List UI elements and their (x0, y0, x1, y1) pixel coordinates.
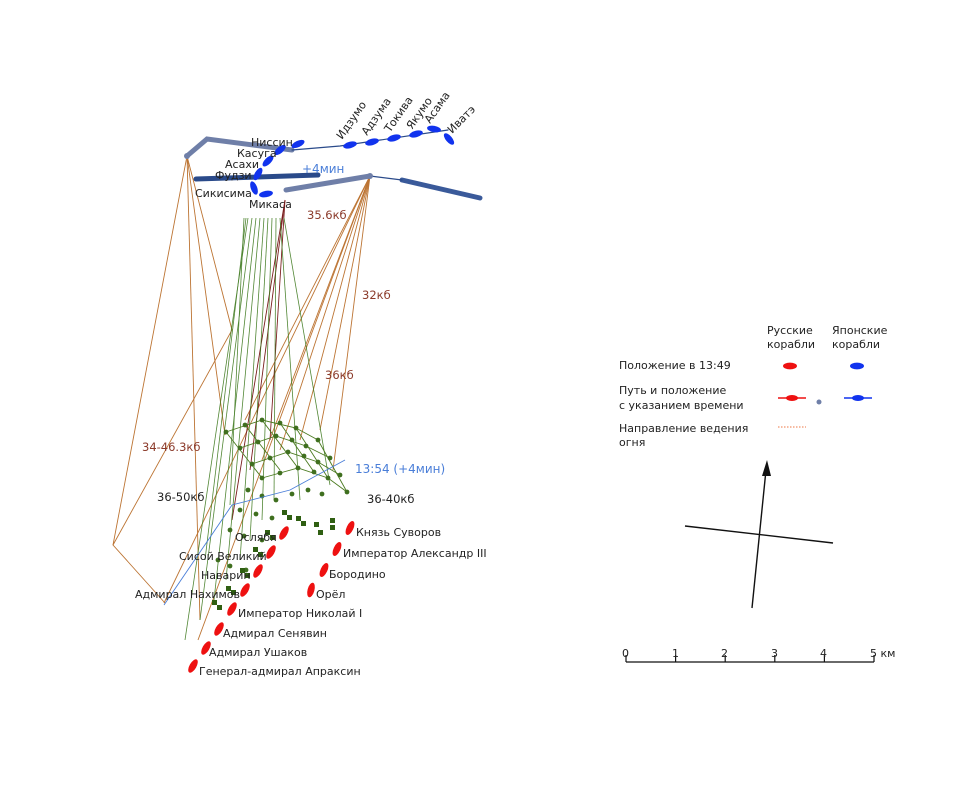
ship-marker-ushakov (201, 641, 211, 655)
compass-ns-line (751, 469, 767, 609)
label-suvorov: Князь Суворов (356, 526, 441, 539)
ship-marker-suvorov (345, 521, 355, 535)
time-label-1354: 13:54 (+4мин) (355, 462, 445, 476)
ship-marker-yakumo (409, 130, 423, 138)
ship-marker-nakhimov (240, 583, 250, 597)
ship-marker-kasuga (274, 144, 286, 156)
ship-marker-nissin (291, 139, 305, 149)
legend-row-fire-2: огня (619, 436, 645, 449)
distance-36-50: 36-50кб (157, 490, 204, 504)
russian-track-dots (215, 417, 350, 573)
russian-course-line (163, 459, 346, 606)
ship-marker-oslyabya (279, 526, 289, 540)
distance-34-46: 34-46.3кб (142, 440, 200, 454)
label-nakhimov: Адмирал Нахимов (135, 588, 240, 601)
label-kasuga: Касуга (237, 147, 277, 160)
label-oslyabya: Ослябя (235, 531, 277, 544)
legend-japanese-path-ship (852, 395, 864, 401)
japanese-ship-markers (250, 125, 455, 198)
label-borodino: Бородино (329, 568, 386, 581)
label-iwate: Иватэ (445, 103, 478, 136)
ship-marker-apraksin (188, 659, 198, 673)
label-mikasa: Микаса (249, 198, 292, 211)
ship-marker-azuma (365, 138, 379, 146)
legend-russian-path-ship (786, 395, 798, 401)
label-alexander: Император Александр III (343, 547, 487, 560)
fire-lines-dark (231, 199, 286, 521)
ship-marker-fuji (253, 167, 263, 181)
scale-label-1: 1 (672, 647, 679, 660)
label-apraksin: Генерал-адмирал Апраксин (199, 665, 361, 678)
legend-row-path-1: Путь и положение (619, 384, 727, 397)
legend: Русские корабли Японские корабли Положен… (619, 324, 888, 449)
compass (684, 460, 834, 609)
fire-lines (112, 155, 371, 641)
distance-36-40: 36-40кб (367, 492, 414, 506)
ship-marker-borodino (319, 563, 329, 577)
russian-ship-markers (188, 521, 355, 673)
legend-row-fire-1: Направление ведения (619, 422, 748, 435)
label-izumo: Идзумо (334, 99, 370, 142)
scale-label-4: 4 (820, 647, 827, 660)
scale-bar: 0 1 2 3 4 5 км (622, 647, 895, 663)
legend-row-path-2: с указанием времени (619, 399, 744, 412)
label-ushakov: Адмирал Ушаков (209, 646, 307, 659)
scale-label-3: 3 (771, 647, 778, 660)
ship-marker-orel (307, 582, 315, 598)
ship-marker-tokiwa (387, 134, 401, 142)
legend-col-japanese-1: Японские (832, 324, 888, 337)
ship-marker-alexander (332, 542, 342, 556)
ship-marker-izumo (343, 141, 357, 149)
label-asahi: Асахи (225, 158, 259, 171)
ship-marker-asahi (262, 155, 274, 167)
legend-row-position: Положение в 13:49 (619, 359, 731, 372)
ship-marker-iwate (443, 133, 455, 145)
ship-marker-asama (427, 125, 441, 133)
russian-track-squares (212, 510, 335, 610)
label-sisoy: Сисой Великий (179, 550, 267, 563)
label-nikolai: Император Николай I (238, 607, 362, 620)
label-nissin: Ниссин (251, 136, 293, 149)
distance-35-6: 35.6кб (307, 208, 347, 222)
label-orel: Орёл (316, 588, 345, 601)
ship-marker-sisoy (266, 545, 276, 559)
ship-marker-shikishima (250, 181, 258, 195)
legend-col-japanese-2: корабли (832, 338, 880, 351)
scale-label-5: 5 км (870, 647, 895, 660)
legend-japanese-ship-icon (850, 362, 864, 370)
ship-marker-nikolai (227, 602, 237, 616)
label-fuji: Фудзи (215, 169, 252, 182)
ship-marker-navarin (253, 564, 263, 578)
label-navarin: Наварин (201, 569, 251, 582)
distance-36: 36кб (325, 368, 354, 382)
north-arrow-icon (762, 460, 771, 476)
japanese-turn-point-2 (367, 173, 373, 179)
japanese-turn-point (184, 153, 190, 159)
time-label-plus4: +4мин (302, 162, 344, 176)
distance-32: 32кб (362, 288, 391, 302)
label-senyavin: Адмирал Сенявин (223, 627, 327, 640)
russian-labels: Ослябя Сисой Великий Наварин Адмирал Нах… (135, 526, 487, 678)
ship-marker-mikasa (259, 190, 273, 198)
russian-fire-lines (184, 217, 331, 641)
compass-ew-line (684, 525, 834, 544)
legend-col-russian-1: Русские (767, 324, 813, 337)
legend-path-point (816, 399, 822, 405)
scale-label-2: 2 (721, 647, 728, 660)
scale-label-0: 0 (622, 647, 629, 660)
label-shikishima: Сикисима (195, 187, 252, 200)
ship-marker-senyavin (214, 622, 224, 636)
legend-col-russian-2: корабли (767, 338, 815, 351)
japanese-labels: Ниссин Касуга Асахи Фудзи Сикисима Микас… (195, 89, 478, 211)
legend-russian-ship-icon (783, 362, 797, 370)
